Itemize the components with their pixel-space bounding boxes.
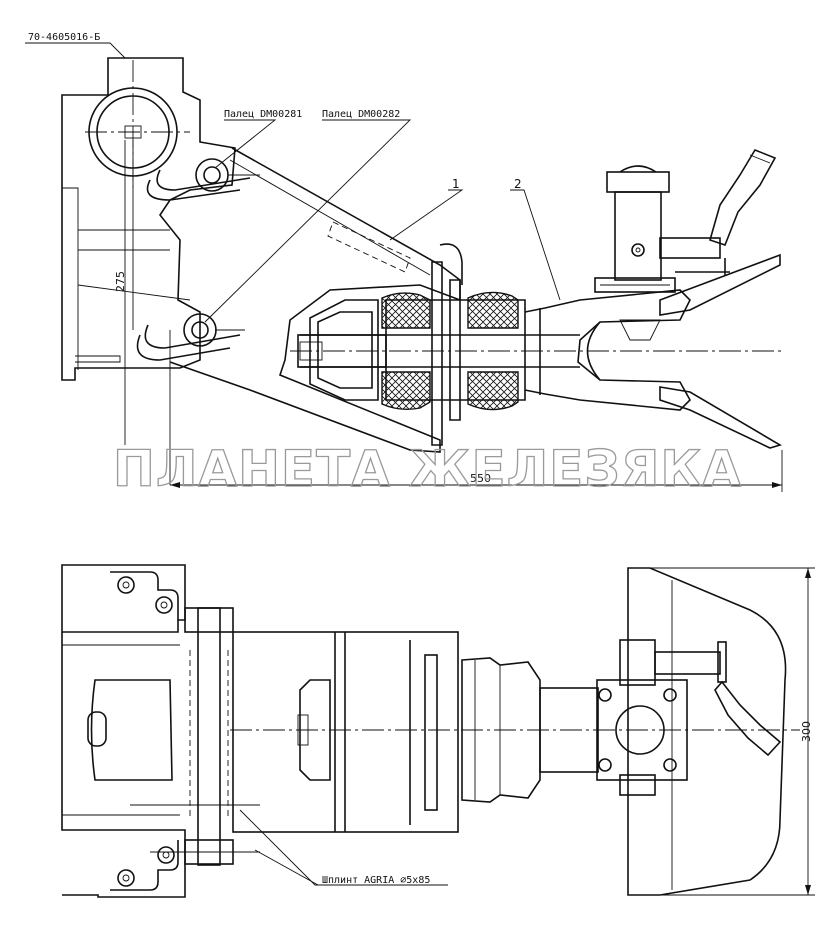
pin-2-label: Палец DM00282 (322, 109, 400, 120)
pin-1-label: Палец DM00281 (224, 109, 302, 120)
watermark: ПЛАНЕТА ЖЕЛЕЗЯКА (113, 440, 742, 498)
callout-2: 2 (514, 177, 522, 191)
cotter-pin-label: Шплинт AGRIA ⌀5х85 (322, 875, 430, 886)
plan-view: 300 Шплинт AGRIA ⌀5х85 (61, 564, 815, 898)
dimension-275: 275 (114, 271, 127, 292)
side-view: 70-4605016-Б Палец DM00281 Палец DM00282… (25, 32, 785, 492)
callout-1: 1 (452, 177, 460, 191)
dimension-550: 550 (470, 472, 491, 485)
part-number-label: 70-4605016-Б (28, 32, 100, 43)
dimension-300: 300 (800, 721, 813, 742)
